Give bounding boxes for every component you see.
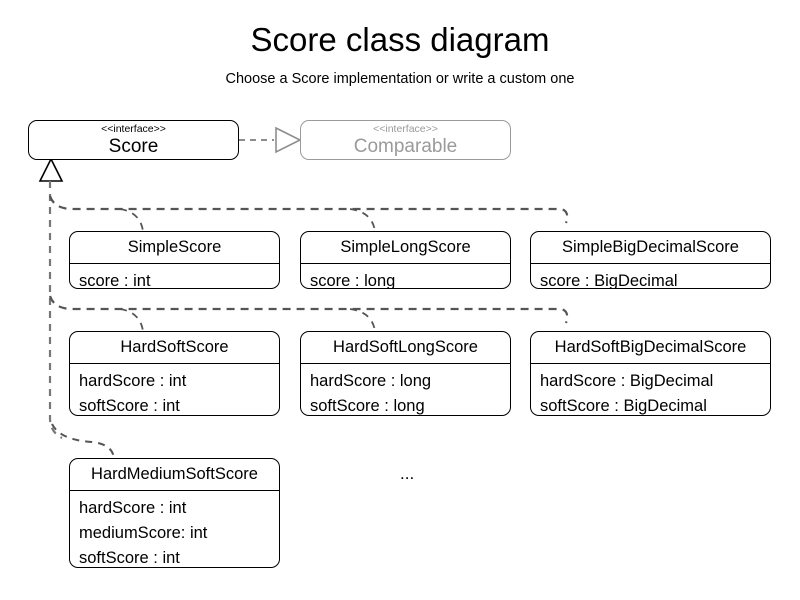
class-hard-medium-soft-score[interactable]: HardMediumSoftScore hardScore : int medi… xyxy=(69,458,280,568)
class-hard-soft-score-name: HardSoftScore xyxy=(70,332,279,364)
interface-score-name: Score xyxy=(108,135,159,157)
implementation-branch-row-1 xyxy=(48,195,569,232)
class-simple-score-attributes: score : int xyxy=(70,264,279,289)
implementation-trunk-line xyxy=(48,181,63,439)
class-attribute: softScore : BigDecimal xyxy=(540,397,707,415)
implementation-branch-row-2 xyxy=(48,295,569,332)
class-attribute: hardScore : int xyxy=(79,372,187,390)
class-attribute: softScore : int xyxy=(79,549,180,567)
class-attribute: score : int xyxy=(79,272,151,289)
implementation-branch-row-3 xyxy=(51,423,115,459)
class-hard-medium-soft-score-name: HardMediumSoftScore xyxy=(70,459,279,491)
interface-score[interactable]: <<interface>> Score xyxy=(28,120,239,160)
class-attribute: hardScore : long xyxy=(310,372,432,390)
class-hard-medium-soft-score-attributes: hardScore : int mediumScore: int softSco… xyxy=(70,491,279,567)
class-hard-soft-long-score-name: HardSoftLongScore xyxy=(301,332,510,364)
class-hard-soft-score-attributes: hardScore : int softScore : int xyxy=(70,364,279,415)
class-hard-soft-big-decimal-score[interactable]: HardSoftBigDecimalScore hardScore : BigD… xyxy=(530,331,771,416)
class-hard-soft-score[interactable]: HardSoftScore hardScore : int softScore … xyxy=(69,331,280,416)
class-attribute: hardScore : BigDecimal xyxy=(540,372,714,390)
interface-score-stereotype: <<interface>> xyxy=(101,122,166,135)
class-simple-score[interactable]: SimpleScore score : int xyxy=(69,231,280,289)
class-simple-long-score-attributes: score : long xyxy=(301,264,510,289)
class-hard-soft-long-score[interactable]: HardSoftLongScore hardScore : long softS… xyxy=(300,331,511,416)
class-simple-big-decimal-score-attributes: score : BigDecimal xyxy=(531,264,770,289)
page-title: Score class diagram xyxy=(250,21,550,58)
class-hard-soft-long-score-attributes: hardScore : long softScore : long xyxy=(301,364,510,415)
class-attribute: hardScore : int xyxy=(79,499,187,517)
class-simple-big-decimal-score[interactable]: SimpleBigDecimalScore score : BigDecimal xyxy=(530,231,771,289)
inheritance-triangle-icon xyxy=(38,157,64,182)
interface-comparable-stereotype: <<interface>> xyxy=(373,122,438,135)
more-implementations-ellipsis: ... xyxy=(400,464,415,483)
class-simple-score-name: SimpleScore xyxy=(70,232,279,264)
class-simple-long-score-name: SimpleLongScore xyxy=(301,232,510,264)
relation-score-realizes-comparable xyxy=(239,126,302,154)
class-attribute: softScore : long xyxy=(310,397,425,415)
class-attribute: score : long xyxy=(310,272,396,289)
interface-comparable-name: Comparable xyxy=(353,135,458,157)
interface-comparable[interactable]: <<interface>> Comparable xyxy=(300,120,511,160)
class-attribute: score : BigDecimal xyxy=(540,272,678,289)
page-subtitle: Choose a Score implementation or write a… xyxy=(225,71,575,87)
class-attribute: softScore : int xyxy=(79,397,180,415)
class-simple-big-decimal-score-name: SimpleBigDecimalScore xyxy=(531,232,770,264)
class-simple-long-score[interactable]: SimpleLongScore score : long xyxy=(300,231,511,289)
class-hard-soft-big-decimal-score-attributes: hardScore : BigDecimal softScore : BigDe… xyxy=(531,364,770,415)
class-hard-soft-big-decimal-score-name: HardSoftBigDecimalScore xyxy=(531,332,770,364)
class-attribute: mediumScore: int xyxy=(79,524,208,542)
